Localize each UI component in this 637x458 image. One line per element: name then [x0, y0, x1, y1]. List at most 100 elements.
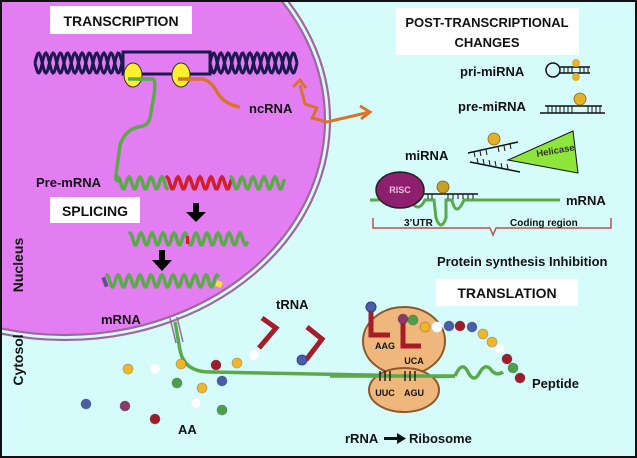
transcription-label-box: [50, 6, 192, 34]
codon-2-label: AGU: [404, 388, 424, 398]
dna-strand: [208, 50, 299, 76]
amino-acid: [122, 363, 134, 375]
splicing-heading: SPLICING: [62, 203, 128, 219]
rna-polymerase-2: [171, 62, 191, 88]
target-mrna-label: mRNA: [566, 193, 606, 208]
anticodon-2-label: UCA: [404, 356, 424, 366]
amino-acid: [196, 382, 208, 394]
mrna-nucleus-label: mRNA: [101, 312, 141, 327]
nascent-mrna-strand: [114, 77, 157, 183]
inhibition-label: Protein synthesis Inhibition: [437, 254, 608, 269]
risc-complex: [375, 171, 425, 209]
peptide-amino-acid: [407, 314, 419, 326]
amino-acid: [171, 377, 183, 389]
peptide-label: Peptide: [532, 376, 579, 391]
ncrna-export-arrow: [298, 84, 371, 124]
pre-mrna-label: Pre-mRNA: [36, 175, 102, 190]
free-trna-1: [257, 315, 280, 350]
post-transcriptional-heading-line2: CHANGES: [454, 35, 519, 50]
splicing-arrow-2: [152, 250, 172, 271]
free-trna-2: [304, 325, 326, 362]
post-transcriptional-heading-line1: POST-TRANSCRIPTIONAL: [405, 15, 568, 30]
peptide-amino-acid: [397, 313, 409, 325]
ncrna-label: ncRNA: [249, 101, 293, 116]
intron-remnant: [186, 236, 189, 244]
translation-heading: TRANSLATION: [457, 285, 556, 301]
three-prime-utr-label: 3’UTR: [404, 218, 434, 229]
codon-anticodon-pairing: [379, 371, 416, 381]
helicase-enzyme: [506, 130, 579, 174]
nascent-ncrna-strand: [178, 77, 241, 109]
peptide-amino-acid: [486, 336, 498, 348]
mirna-duplex: [467, 132, 521, 173]
dna-double-helix: [33, 50, 299, 76]
peptide-amino-acid: [501, 353, 513, 365]
peptide-amino-acid: [514, 372, 526, 384]
peptide-chain: [397, 313, 526, 384]
amino-acid: [119, 400, 131, 412]
mature-mrna-strand: [105, 272, 220, 289]
nucleus-label: Nucleus: [10, 238, 26, 293]
target-mrna-strand: [370, 198, 560, 227]
cytosol-label: Cytosol: [10, 334, 26, 385]
rna-polymerase-1: [123, 62, 143, 88]
peptide-amino-acid: [443, 320, 455, 332]
ncrna-arrowhead-right: [359, 104, 373, 121]
peptide-amino-acid: [477, 328, 489, 340]
amino-acid: [80, 398, 92, 410]
trna-label: tRNA: [276, 297, 309, 312]
inhibition-brace: [372, 218, 612, 237]
mirna-label: miRNA: [405, 148, 449, 163]
free-amino-acids: [80, 349, 308, 425]
post-transcriptional-label-box: [396, 8, 579, 55]
peptide-amino-acid: [431, 321, 443, 333]
intron: [165, 174, 233, 191]
exon-2: [229, 174, 286, 191]
ncrna-arrowhead-up: [291, 77, 308, 89]
coding-region-label: Coding region: [510, 218, 578, 229]
peptide-amino-acid: [507, 362, 519, 374]
exon-1: [116, 174, 169, 191]
mrna-three-prime-tail: [453, 365, 504, 380]
ribosome-small-subunit: [368, 367, 440, 413]
pri-mirna-structure: [545, 59, 590, 81]
bound-trna-b: [400, 320, 421, 349]
ribosome-label: Ribosome: [409, 431, 472, 446]
pre-mirna-structure: [540, 92, 605, 114]
translation-label-box: [436, 279, 578, 306]
trna-a-amino-acid: [365, 301, 377, 313]
aa-label: AA: [178, 422, 197, 437]
rrna-to-ribosome-arrow: [384, 433, 406, 444]
amino-acid: [149, 363, 161, 375]
amino-acid: [210, 359, 222, 371]
peptide-amino-acid: [494, 343, 506, 355]
amino-acid: [175, 358, 187, 370]
peptide-amino-acid: [466, 321, 478, 333]
amino-acid: [216, 375, 228, 387]
codon-1-label: UUC: [375, 388, 395, 398]
anticodon-1-label: AAG: [375, 341, 395, 351]
rrna-label: rRNA: [345, 431, 379, 446]
splicing-label-box: [50, 197, 140, 223]
nuclear-pore: [169, 316, 184, 344]
poly-a-tail: [215, 280, 223, 288]
amino-acid: [248, 349, 260, 361]
amino-acid: [216, 404, 228, 416]
pre-mrna-strand: [116, 174, 286, 191]
peptide-amino-acid: [419, 321, 431, 333]
five-prime-cap: [101, 276, 109, 288]
mature-mrna: [105, 272, 220, 289]
mirna-bound-to-mrna: [424, 193, 478, 199]
mirna-bound-cap: [436, 180, 450, 194]
amino-acid: [190, 397, 202, 409]
transcription-bubble: [121, 50, 212, 76]
amino-acid: [149, 413, 161, 425]
dna-strand: [33, 50, 125, 76]
amino-acid: [231, 357, 243, 369]
risc-label: RISC: [389, 185, 411, 195]
transcription-heading: TRANSCRIPTION: [63, 13, 178, 29]
pri-mirna-label: pri-miRNA: [460, 64, 525, 79]
bound-trna-a: [368, 308, 390, 338]
